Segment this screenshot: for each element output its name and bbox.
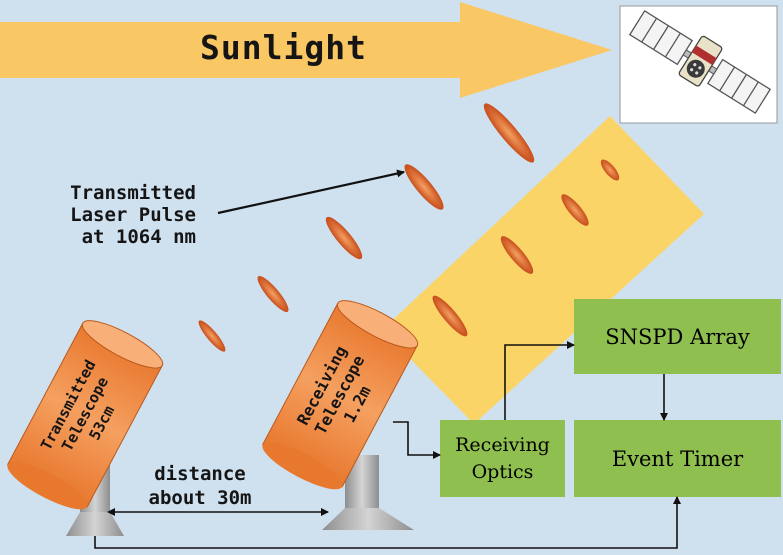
laser-label-pointer	[217, 169, 405, 215]
laser-pulse-label: Transmitted Laser Pulse at 1064 nm	[10, 182, 196, 248]
receiving-optics-box	[440, 420, 565, 497]
receiving-optics-line-1: Receiving	[455, 433, 550, 456]
optics-to-snspd-line	[504, 341, 575, 420]
snspd-array-box	[574, 299, 781, 374]
distance-label-line-1: distance	[154, 463, 246, 485]
return-pulse	[561, 194, 589, 226]
return-pulse	[600, 159, 620, 181]
laser-pulse	[198, 320, 226, 352]
transmitted-telescope	[7, 320, 164, 510]
laser-pulse	[257, 275, 289, 313]
transmitter-to-timer-line	[94, 496, 681, 549]
distance-label-line-2: about 30m	[148, 487, 252, 509]
laser-label-line-2: Laser Pulse	[70, 204, 196, 226]
outgoing-laser-pulses	[198, 103, 535, 352]
return-pulse	[500, 236, 534, 274]
snspd-array-label: SNSPD Array	[605, 324, 750, 349]
return-pulse	[432, 295, 468, 337]
sunlight-label: Sunlight	[200, 28, 367, 67]
laser-label-line-3: at 1064 nm	[81, 226, 196, 248]
laser-label-line-1: Transmitted	[70, 182, 196, 204]
laser-pulse	[325, 216, 363, 260]
receiving-optics-line-2: Optics	[471, 460, 534, 483]
sunlight-arrow	[0, 2, 612, 98]
return-beam-band	[382, 116, 704, 424]
laser-pulse	[404, 164, 444, 210]
telescope-to-optics-line	[393, 421, 441, 459]
event-timer-box	[574, 420, 781, 497]
returning-laser-pulses	[432, 159, 620, 337]
satellite-icon	[628, 10, 772, 114]
laser-pulse	[483, 103, 535, 163]
distance-label: distance about 30m	[120, 462, 280, 510]
event-timer-label: Event Timer	[611, 446, 744, 471]
receiving-optics-label: Receiving Optics	[440, 420, 565, 497]
receiving-telescope	[262, 300, 419, 490]
